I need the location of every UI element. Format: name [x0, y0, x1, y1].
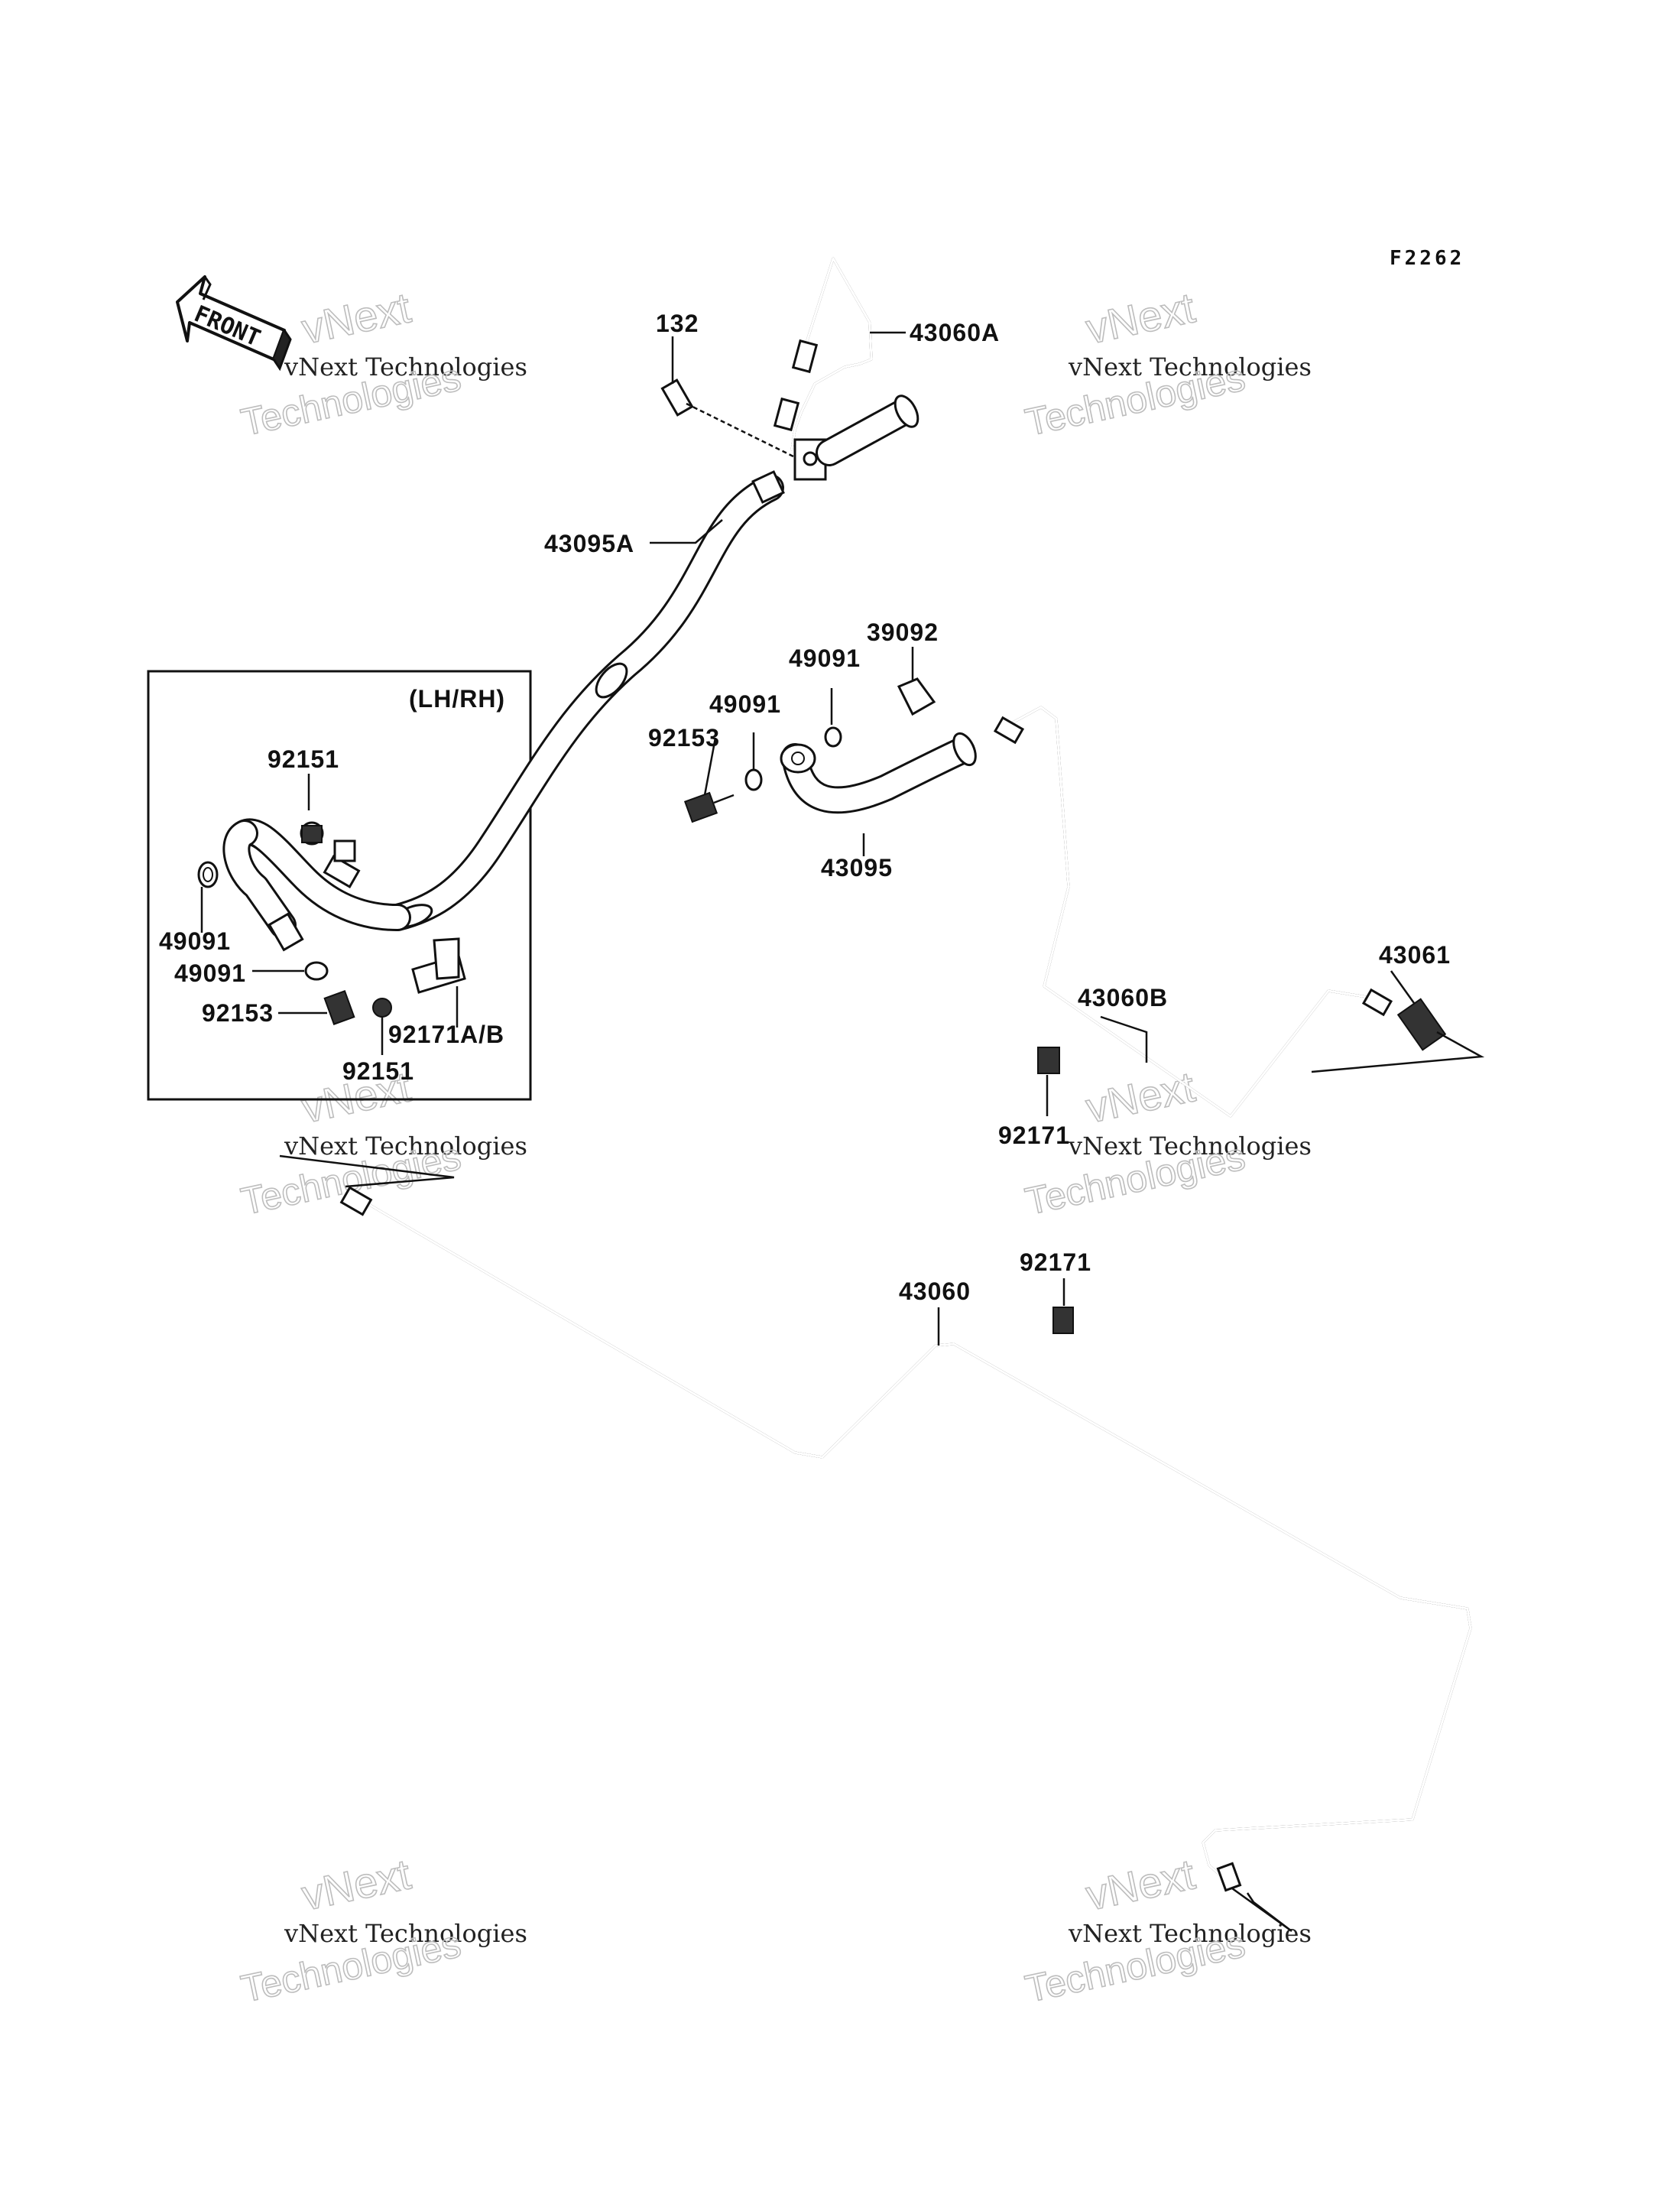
hose-43095 — [683, 677, 977, 823]
hose-43095A — [384, 470, 785, 931]
watermark-bottom-left: vNext Technologies vNext Technologies — [237, 1849, 527, 2011]
label-92153-inset: 92153 — [202, 999, 274, 1027]
svg-text:vNext Technologies: vNext Technologies — [284, 1919, 527, 1948]
svg-text:vNext Technologies: vNext Technologies — [1068, 352, 1312, 381]
label-43061: 43061 — [1379, 941, 1451, 969]
svg-text:vNext: vNext — [1082, 283, 1199, 352]
label-92171-upper: 92171 — [998, 1122, 1070, 1149]
label-92171AB: 92171A/B — [388, 1021, 504, 1048]
label-43060A: 43060A — [910, 319, 1000, 346]
pipe-43060A — [773, 257, 873, 451]
label-92171-lower: 92171 — [1020, 1248, 1091, 1276]
clamp-92171-upper — [1037, 1047, 1060, 1074]
svg-text:vNext: vNext — [1082, 1062, 1199, 1131]
svg-text:vNext: vNext — [1082, 1849, 1199, 1919]
label-39092: 39092 — [867, 618, 939, 646]
label-49091-inset-lower: 49091 — [174, 959, 246, 987]
label-43095: 43095 — [821, 854, 893, 881]
leader-lines — [200, 331, 1416, 1346]
label-43060: 43060 — [899, 1278, 971, 1305]
inset-hose-assembly — [222, 818, 411, 952]
watermark-top-right: vNext Technologies vNext Technologies — [1021, 282, 1312, 444]
svg-text:vNext Technologies: vNext Technologies — [284, 1131, 527, 1161]
label-49091-upper: 49091 — [789, 644, 861, 672]
label-43095A: 43095A — [544, 530, 634, 557]
svg-text:vNext: vNext — [297, 283, 415, 352]
junction-block — [793, 394, 919, 481]
label-92151-inset-top: 92151 — [268, 745, 339, 773]
pipe-43060 — [279, 1154, 1472, 1933]
front-direction-arrow: FRONT — [176, 275, 292, 372]
part-labels: 132 43060A 43095A 39092 49091 49091 9215… — [159, 310, 1451, 1305]
label-92151-inset-bottom: 92151 — [342, 1057, 414, 1085]
label-132: 132 — [656, 310, 699, 337]
watermark-bottom-right: vNext Technologies vNext Technologies — [1021, 1849, 1312, 2011]
label-49091-inset-left: 49091 — [159, 927, 231, 955]
bolt-132 — [660, 378, 796, 459]
svg-text:vNext Technologies: vNext Technologies — [1068, 1919, 1312, 1948]
label-43060B: 43060B — [1078, 984, 1168, 1011]
joint-43061 — [1311, 998, 1485, 1073]
figure-code: F2262 — [1390, 247, 1464, 270]
inset-box — [147, 670, 532, 1101]
label-92153-middle: 92153 — [648, 724, 720, 752]
svg-text:vNext: vNext — [297, 1849, 415, 1919]
svg-text:vNext Technologies: vNext Technologies — [1068, 1131, 1312, 1161]
label-49091-middle: 49091 — [709, 690, 781, 718]
inset-label: (LH/RH) — [409, 685, 505, 713]
svg-text:vNext Technologies: vNext Technologies — [284, 352, 527, 381]
clamp-92171-lower — [1052, 1307, 1074, 1334]
inset-small-parts — [197, 861, 466, 1025]
watermark-mid-left: vNext Technologies vNext Technologies — [237, 1061, 527, 1223]
pipe-43060B — [993, 706, 1393, 1118]
